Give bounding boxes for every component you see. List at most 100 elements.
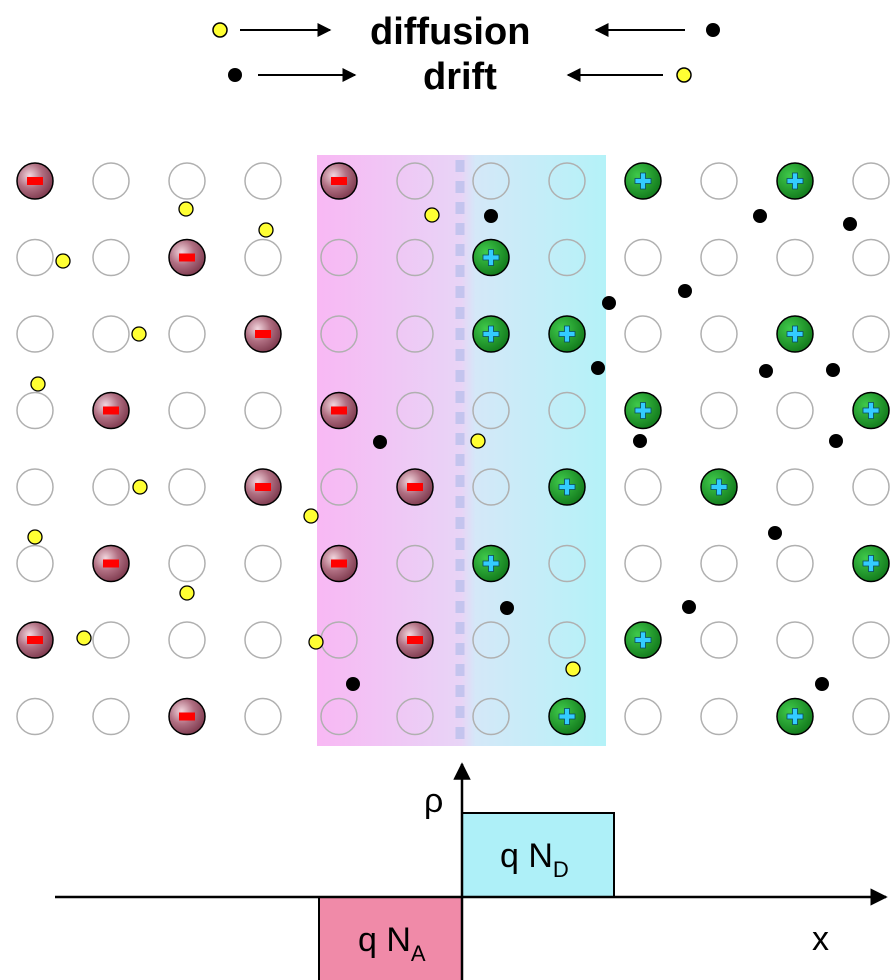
lattice-site: [16, 697, 54, 736]
electron: [759, 364, 773, 378]
plus-sign-icon: [634, 402, 652, 419]
donor-ion: [776, 697, 814, 736]
hole-legend-icon: [212, 22, 228, 38]
lattice-site: [700, 238, 738, 277]
acceptor-ion: [244, 315, 282, 353]
drift-legend-row: drift: [228, 56, 692, 98]
lattice-site: [396, 391, 434, 430]
plus-sign-icon: [482, 249, 500, 266]
electron: [678, 284, 692, 298]
acceptor-box-label-main: q N: [358, 921, 411, 959]
lattice-site: [852, 162, 890, 200]
acceptor-ion: [396, 621, 434, 659]
plus-sign-icon: [634, 172, 652, 190]
acceptor-ion: [244, 468, 282, 506]
rho-axis-label: ρ: [424, 782, 443, 820]
lattice-site: [244, 621, 282, 659]
donor-ion: [548, 315, 586, 353]
lattice-site: [396, 315, 434, 353]
hole: [470, 433, 486, 449]
acceptor-charge-box: [318, 896, 463, 980]
electron: [768, 526, 782, 540]
plus-sign-icon: [482, 555, 500, 572]
lattice-site: [92, 697, 130, 736]
electron: [843, 217, 857, 231]
electron: [826, 363, 840, 377]
lattice-site: [92, 238, 130, 277]
lattice-site: [700, 621, 738, 659]
donor-box-label: q ND: [500, 837, 569, 882]
donor-ion: [852, 544, 890, 583]
electron: [753, 209, 767, 223]
minus-sign-icon: [103, 406, 119, 415]
lattice-site: [244, 697, 282, 736]
lattice-site: [320, 315, 358, 353]
plus-sign-icon: [558, 325, 576, 343]
lattice-site: [92, 315, 130, 353]
electron: [602, 296, 616, 310]
hole: [27, 529, 43, 545]
drift-label: drift: [423, 56, 497, 98]
minus-sign-icon: [407, 636, 423, 644]
lattice-site: [776, 544, 814, 583]
lattice-site: [624, 238, 662, 277]
acceptor-ion: [396, 468, 434, 506]
lattice-site: [168, 162, 206, 200]
donor-ion: [548, 468, 586, 506]
hole: [179, 585, 195, 601]
electron: [373, 435, 387, 449]
plus-sign-icon: [710, 478, 728, 496]
lattice-site: [16, 391, 54, 430]
acceptor-ion: [92, 544, 130, 583]
donor-ion: [624, 621, 662, 659]
hole: [76, 630, 92, 646]
acceptor-ion: [16, 621, 54, 659]
lattice-site: [852, 468, 890, 506]
minus-sign-icon: [255, 483, 271, 491]
plus-sign-icon: [786, 325, 804, 343]
lattice-site: [624, 315, 662, 353]
crystal-lattice: [16, 162, 890, 736]
lattice-site: [700, 697, 738, 736]
acceptor-ion: [320, 391, 358, 430]
acceptor-box-label-subscript: A: [411, 941, 426, 966]
lattice-site: [244, 238, 282, 277]
minus-sign-icon: [179, 253, 195, 262]
hole: [308, 634, 324, 650]
lattice-site: [700, 315, 738, 353]
hole: [178, 201, 194, 217]
lattice-site: [92, 468, 130, 506]
lattice-site: [244, 544, 282, 583]
diffusion-legend-row: diffusion: [212, 11, 720, 53]
lattice-site: [16, 468, 54, 506]
donor-ion: [700, 468, 738, 506]
acceptor-ion: [168, 697, 206, 736]
electron: [815, 677, 829, 691]
diffusion-label: diffusion: [370, 11, 530, 53]
acceptor-ion: [320, 544, 358, 583]
lattice-site: [776, 391, 814, 430]
hole: [132, 479, 148, 495]
lattice-site: [548, 162, 586, 200]
hole: [565, 661, 581, 677]
lattice-site: [700, 391, 738, 430]
lattice-site: [168, 621, 206, 659]
lattice-site: [92, 162, 130, 200]
acceptor-ion: [16, 162, 54, 200]
lattice-site: [320, 697, 358, 736]
lattice-site: [548, 391, 586, 430]
lattice-site: [776, 238, 814, 277]
lattice-site: [472, 697, 510, 736]
lattice-site: [16, 238, 54, 277]
donor-ion: [472, 238, 510, 277]
hole: [30, 376, 46, 392]
donor-box-label-main: q N: [500, 837, 553, 875]
electron: [346, 677, 360, 691]
lattice-site: [624, 697, 662, 736]
electron: [682, 600, 696, 614]
acceptor-ion: [320, 162, 358, 200]
hole: [258, 222, 274, 238]
lattice-site: [168, 391, 206, 430]
donor-ion: [776, 315, 814, 353]
acceptor-ion: [168, 238, 206, 277]
